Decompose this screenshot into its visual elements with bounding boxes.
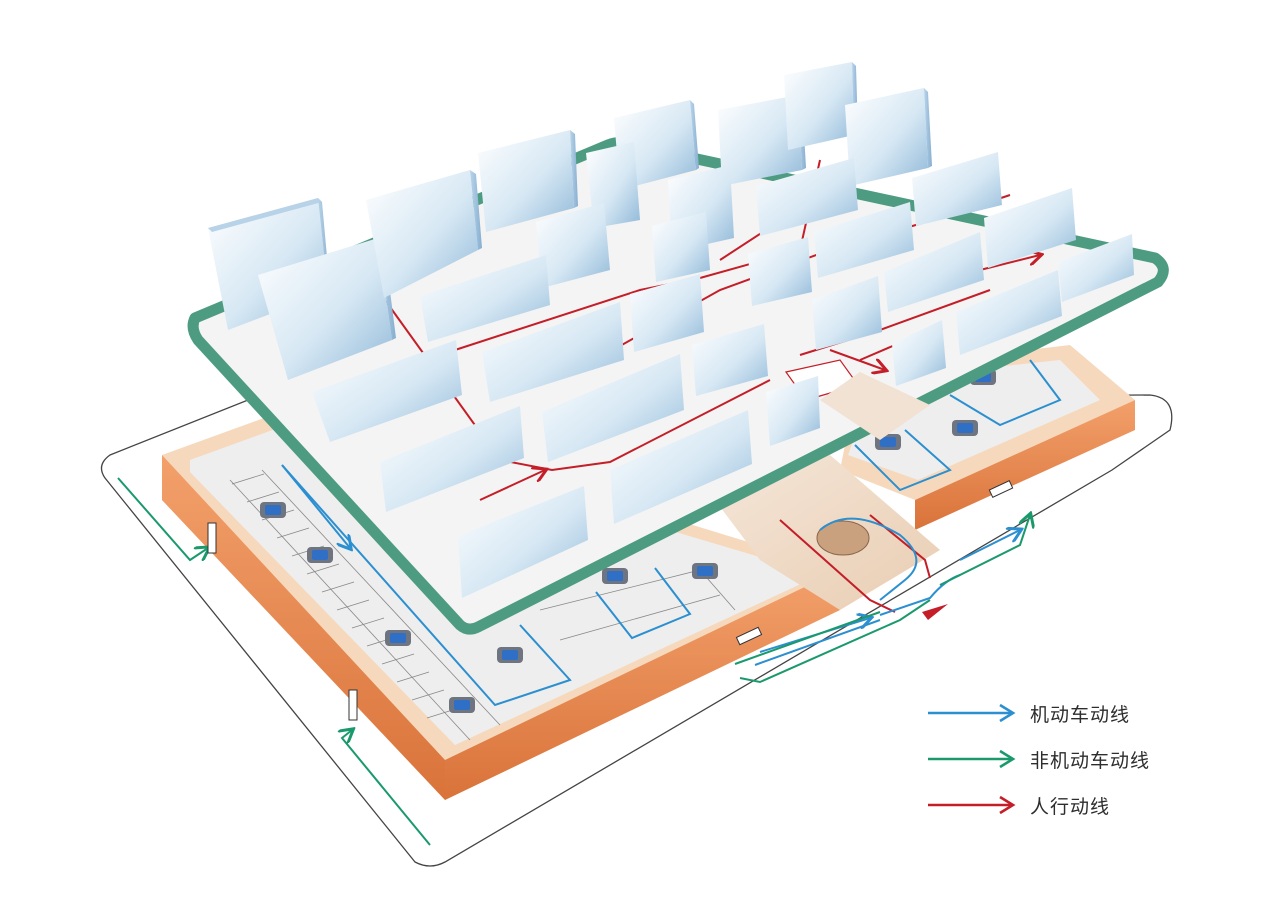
building [912,152,1002,226]
building [892,320,946,386]
garage-doors [207,480,1014,721]
building [482,302,624,402]
blue-arrow-icon [928,703,1016,723]
legend-item-vehicle: 机动车动线 [928,690,1188,736]
building [756,158,858,236]
building [1058,234,1134,302]
building [630,274,704,352]
bicycle-routes [117,477,1030,846]
legend-label-pedestrian: 人行动线 [1030,795,1111,818]
legend-label-bicycle: 非机动车动线 [1030,749,1151,772]
building [312,340,462,442]
ramp-opening [816,520,870,556]
building [692,324,768,396]
vehicle-routes [281,359,1062,707]
green-arrow-icon [928,749,1016,769]
building [536,203,610,288]
entrance-marker [922,604,948,620]
building [812,276,882,350]
building [478,130,578,232]
building [380,406,524,512]
building [748,237,812,306]
building [984,188,1076,268]
building [845,88,932,186]
parked-cars [260,369,996,713]
legend-item-pedestrian: 人行动线 [928,782,1188,828]
building [884,232,984,312]
building [542,354,684,462]
residential-buildings [208,62,1134,598]
building [814,202,914,278]
site-boundary [100,394,1173,867]
building [420,255,550,342]
legend-item-bicycle: 非机动车动线 [928,736,1188,782]
route-legend: 机动车动线 非机动车动线 人行动线 [928,690,1188,828]
building [366,170,482,298]
building [652,212,710,282]
legend-label-vehicle: 机动车动线 [1030,703,1131,726]
building [766,376,820,446]
building [956,270,1062,355]
building [610,410,752,524]
red-arrow-icon [928,795,1016,815]
building [458,486,588,598]
